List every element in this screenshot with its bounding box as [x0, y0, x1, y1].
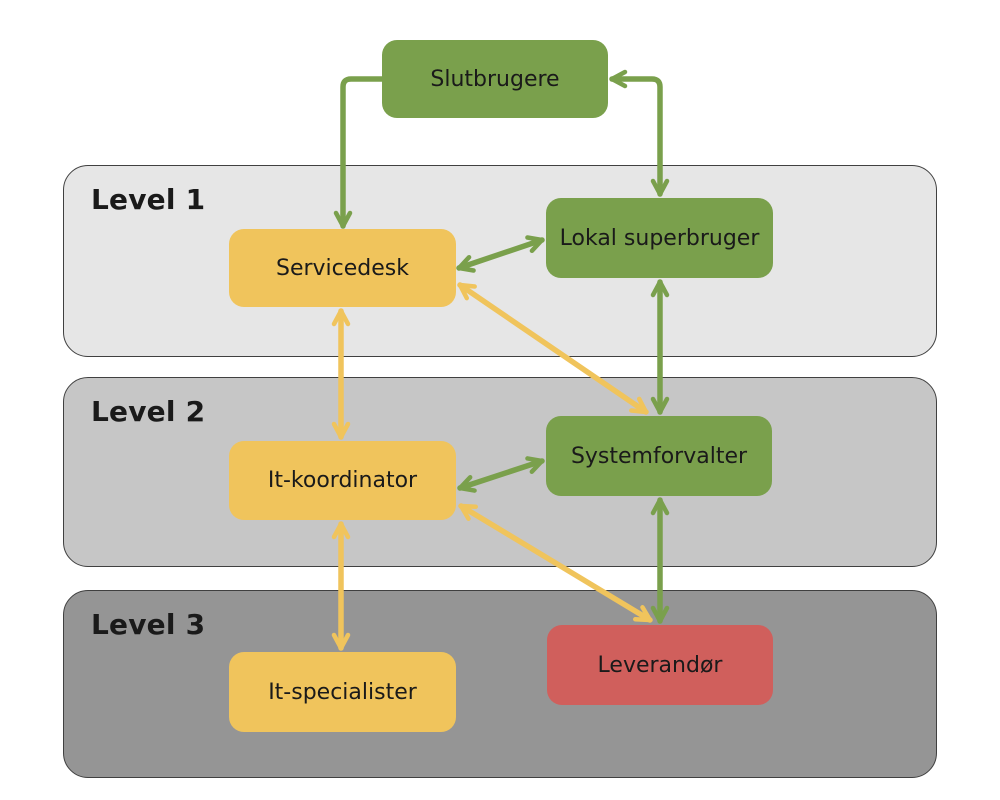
node-it-koordinator-label: It-koordinator — [267, 468, 418, 493]
node-it-koordinator: It-koordinator — [229, 441, 456, 520]
node-systemforvalter: Systemforvalter — [546, 416, 772, 496]
lane-level-3-label: Level 3 — [91, 608, 206, 641]
node-lokal-superbruger: Lokal superbruger — [546, 198, 773, 278]
node-it-specialister-label: It-specialister — [268, 679, 417, 705]
lane-level-1-label: Level 1 — [91, 183, 206, 216]
lane-level-2-label: Level 2 — [91, 395, 206, 428]
node-lokal-superbruger-label: Lokal superbruger — [559, 225, 760, 251]
node-it-specialister: It-specialister — [229, 652, 456, 732]
node-servicedesk: Servicedesk — [229, 229, 456, 307]
lane-level-1: Level 1 — [63, 165, 937, 357]
node-servicedesk-label: Servicedesk — [275, 255, 409, 281]
lane-level-2: Level 2 — [63, 377, 937, 567]
lane-level-3: Level 3 — [63, 590, 937, 778]
node-leverandor: Leverandør — [547, 625, 773, 705]
node-slutbrugere: Slutbrugere — [382, 40, 608, 118]
node-systemforvalter-label: Systemforvalter — [570, 443, 748, 469]
node-leverandor-label: Leverandør — [597, 652, 723, 678]
node-slutbrugere-label: Slutbrugere — [430, 66, 560, 92]
